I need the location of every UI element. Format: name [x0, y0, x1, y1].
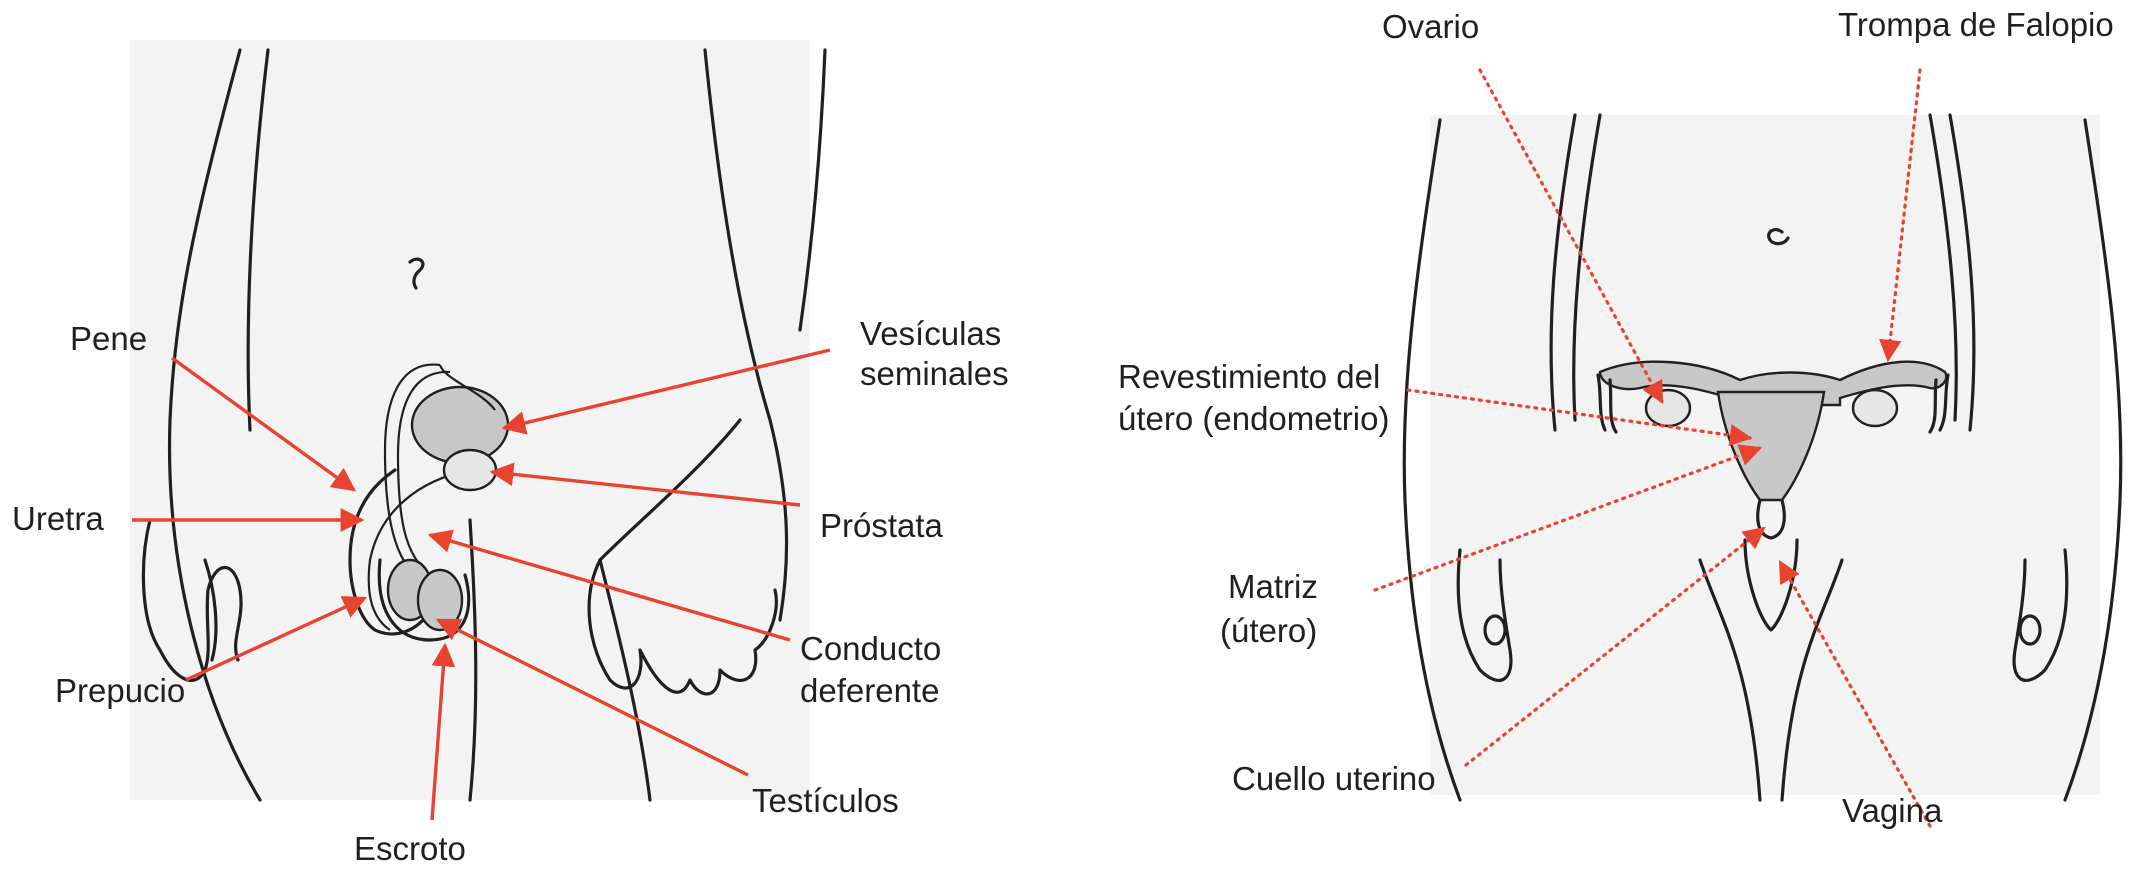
label-testiculos: Testículos: [752, 782, 899, 819]
label-revestimiento-2: útero (endometrio): [1118, 400, 1389, 437]
label-vagina: Vagina: [1842, 792, 1943, 829]
label-prostata: Próstata: [820, 507, 944, 544]
female-figure: [1404, 115, 2121, 800]
label-ovario: Ovario: [1382, 8, 1479, 45]
label-vesiculas-1: Vesículas: [860, 315, 1001, 352]
label-revestimiento-1: Revestimiento del: [1118, 358, 1380, 395]
label-uretra: Uretra: [12, 500, 104, 537]
label-conducto-1: Conducto: [800, 630, 941, 667]
label-matriz-1: Matriz: [1228, 568, 1318, 605]
female-ovary-left: [1646, 390, 1690, 426]
male-figure: [130, 40, 825, 800]
label-prepucio: Prepucio: [55, 672, 185, 709]
label-pene: Pene: [70, 320, 147, 357]
male-prostate: [444, 450, 496, 490]
label-escroto: Escroto: [354, 830, 466, 867]
label-trompa: Trompa de Falopio: [1838, 6, 2114, 43]
label-vesiculas-2: seminales: [860, 355, 1009, 392]
label-matriz-2: (útero): [1220, 612, 1317, 649]
label-conducto-2: deferente: [800, 672, 939, 709]
female-ovary-right: [1853, 390, 1897, 426]
label-cuello: Cuello uterino: [1232, 760, 1436, 797]
